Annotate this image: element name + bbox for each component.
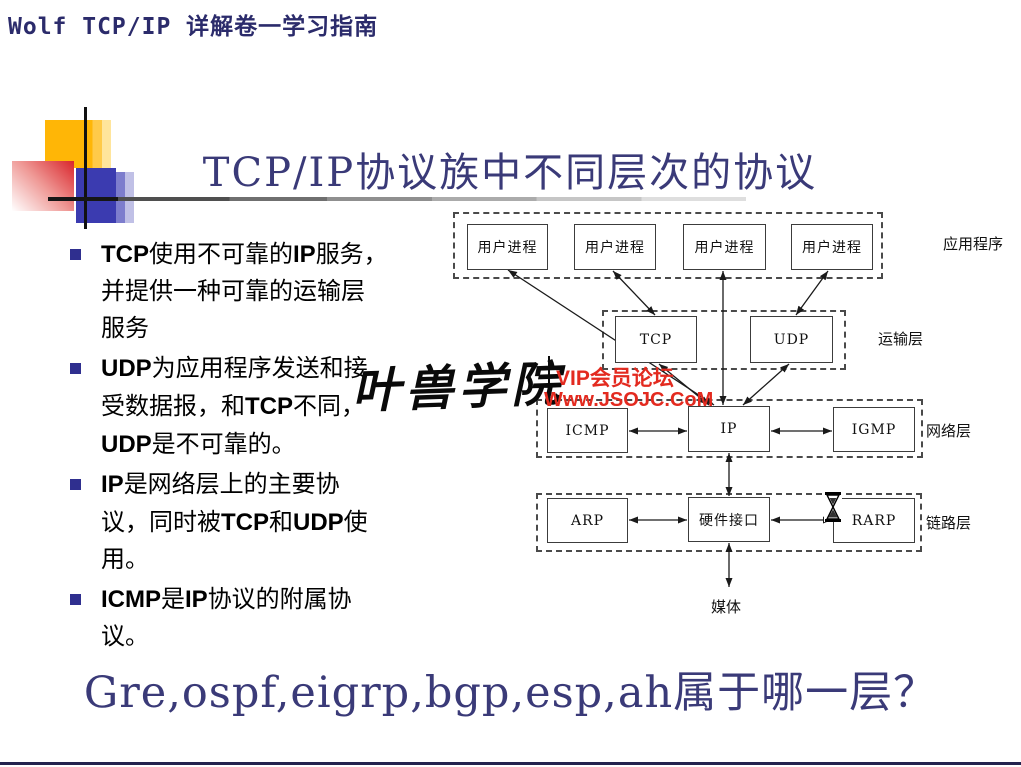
layer-label-link: 链路层 — [926, 516, 972, 532]
layer-label-network: 网络层 — [926, 424, 972, 440]
diagram-box-rarp: RARP — [833, 498, 915, 543]
bullet-square-icon — [70, 479, 81, 490]
layer-label-application: 应用程序 — [943, 237, 1004, 253]
decoration-vertical-line — [84, 107, 87, 229]
diagram-box-arp: ARP — [547, 498, 628, 543]
watermark-url-text: Www.JSOJC.CoM — [544, 389, 714, 411]
diagram-box-tcp: TCP — [615, 316, 697, 363]
decoration-blue-square — [76, 168, 116, 223]
bullet-list: TCP使用不可靠的IP服务，并提供一种可靠的运输层服务 UDP为应用程序发送和接受… — [62, 236, 462, 658]
diagram-box-igmp: IGMP — [833, 407, 915, 452]
diagram-box-ip: IP — [688, 406, 770, 452]
watermark-name: 叶兽学院 — [351, 356, 566, 420]
bullet-text: TCP使用不可靠的IP服务，并提供一种可靠的运输层服务 — [101, 241, 388, 342]
bullet-square-icon — [70, 363, 81, 374]
diagram-box-udp: UDP — [750, 316, 833, 363]
question-text: Gre,ospf,eigrp,bgp,esp,ah属于哪一层？ — [83, 668, 938, 718]
diagram-box-user-process-3: 用户进程 — [683, 224, 766, 270]
diagram-box-user-process-4: 用户进程 — [791, 224, 873, 270]
diagram-box-user-process-2: 用户进程 — [574, 224, 656, 270]
media-label: 媒体 — [710, 600, 742, 616]
bullet-text: UDP为应用程序发送和接受数据报，和TCP不同，UDP是不可靠的。 — [101, 355, 368, 458]
bullet-square-icon — [70, 249, 81, 260]
diagram-box-hardware-interface: 硬件接口 — [688, 497, 770, 542]
bullet-item-3: IP是网络层上的主要协议，同时被TCP和UDP使用。 — [62, 466, 462, 579]
decoration-yellow-square — [45, 120, 111, 168]
bullet-text: ICMP是IP协议的附属协议。 — [101, 586, 352, 650]
diagram-box-user-process-1: 用户进程 — [467, 224, 548, 270]
bullet-text: IP是网络层上的主要协议，同时被TCP和UDP使用。 — [101, 471, 368, 573]
bullet-item-4: ICMP是IP协议的附属协议。 — [62, 581, 462, 656]
decoration-red-square — [12, 161, 74, 211]
slide-header: Wolf TCP/IP 详解卷一学习指南 — [8, 14, 379, 40]
layer-label-transport: 运输层 — [878, 332, 924, 348]
hourglass-cursor-icon — [824, 492, 842, 522]
bullet-square-icon — [70, 594, 81, 605]
bullet-item-1: TCP使用不可靠的IP服务，并提供一种可靠的运输层服务 — [62, 236, 462, 348]
title-divider-line — [48, 197, 746, 201]
bullet-item-2: UDP为应用程序发送和接受数据报，和TCP不同，UDP是不可靠的。 — [62, 350, 462, 464]
bottom-border-line — [0, 762, 1021, 765]
page-title: TCP/IP协议族中不同层次的协议 — [202, 150, 818, 196]
diagram-box-icmp: ICMP — [547, 408, 628, 453]
watermark-vip-text: VIP会员论坛 — [556, 367, 674, 390]
